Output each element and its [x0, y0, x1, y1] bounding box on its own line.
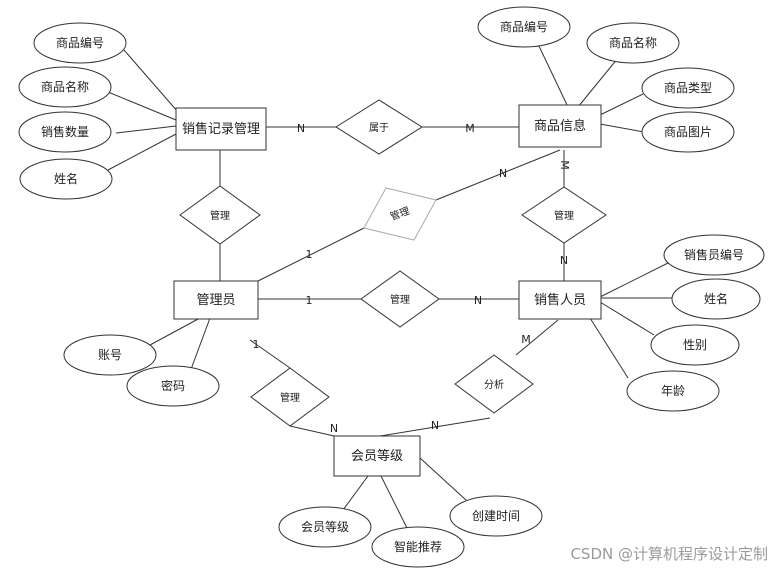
card-admin-manage-members: 1: [253, 338, 260, 351]
attr-member-created-label: 创建时间: [472, 509, 520, 523]
rel-analyze: 分析: [454, 354, 534, 414]
attr-product-name: 商品名称: [586, 22, 680, 64]
attr-salesperson-id-label: 销售员编号: [684, 247, 744, 262]
card-admin-manage-sp: 1: [306, 294, 313, 307]
attr-salesperson-gender: 性别: [650, 324, 740, 366]
attr-sales-record-name-label: 姓名: [54, 171, 78, 186]
card-records-belongs: N: [297, 122, 305, 135]
rel-manage-products: 管理: [363, 187, 437, 241]
card-manage-products-product: N: [499, 167, 507, 180]
rel-belongs-label: 属于: [369, 122, 389, 134]
card-product-manage-sp: M: [558, 160, 571, 170]
entity-product-info: 商品信息: [518, 104, 602, 148]
rel-manage-salesperson-top: 管理: [521, 186, 607, 244]
attr-salesperson-gender-label: 性别: [683, 338, 707, 352]
entity-salesperson: 销售人员: [518, 280, 602, 320]
watermark: CSDN @计算机程序设计定制: [570, 545, 768, 563]
attr-salesperson-age-label: 年龄: [661, 384, 685, 398]
attr-product-id: 商品编号: [477, 6, 571, 48]
card-admin-manage-products: 1: [306, 248, 313, 261]
attr-sales-record-name: 姓名: [19, 158, 113, 200]
card-manage-sp-salesperson-2: N: [474, 294, 482, 307]
entity-member-level-label: 会员等级: [351, 448, 403, 464]
rel-manage-members-label: 管理: [280, 391, 300, 404]
card-belongs-product: M: [465, 122, 475, 135]
attr-admin-account: 账号: [63, 334, 157, 376]
attr-sales-record-quantity: 销售数量: [18, 111, 112, 153]
attr-product-type: 商品类型: [641, 67, 735, 109]
attr-member-recommend-label: 智能推荐: [394, 539, 442, 554]
attr-salesperson-id: 销售员编号: [663, 234, 765, 276]
entity-admin-label: 管理员: [196, 293, 235, 308]
rel-manage-records: 管理: [179, 185, 261, 245]
attr-product-id-label: 商品编号: [500, 19, 548, 34]
attr-sales-record-product-id-label: 商品编号: [56, 35, 104, 50]
entity-sales-record-label: 销售记录管理: [182, 121, 260, 137]
attr-product-image: 商品图片: [641, 111, 735, 153]
attr-salesperson-name-label: 姓名: [704, 291, 728, 306]
rel-manage-members: 管理: [250, 367, 330, 427]
rel-manage-salesperson-label: 管理: [390, 293, 410, 306]
attr-product-image-label: 商品图片: [664, 124, 712, 139]
attr-sales-record-product-name-label: 商品名称: [41, 79, 89, 94]
entity-member-level: 会员等级: [333, 435, 421, 477]
attr-admin-account-label: 账号: [98, 348, 122, 362]
rel-manage-salesperson-top-label: 管理: [554, 209, 574, 222]
rel-manage-salesperson: 管理: [360, 270, 440, 328]
attr-member-level-label: 会员等级: [301, 520, 349, 534]
attr-sales-record-product-id: 商品编号: [33, 22, 127, 64]
attr-member-level: 会员等级: [278, 506, 372, 548]
attr-member-recommend: 智能推荐: [371, 526, 465, 568]
entity-product-info-label: 商品信息: [534, 118, 586, 134]
card-manage-sp-salesperson: N: [560, 254, 568, 267]
attr-admin-password: 密码: [126, 365, 220, 407]
rel-belongs: 属于: [335, 99, 423, 155]
attr-product-name-label: 商品名称: [609, 35, 657, 50]
card-salesperson-analyze: M: [521, 333, 531, 346]
attr-sales-record-quantity-label: 销售数量: [41, 124, 89, 139]
attr-product-type-label: 商品类型: [664, 80, 712, 95]
entity-salesperson-label: 销售人员: [534, 292, 586, 308]
rel-analyze-label: 分析: [484, 378, 504, 391]
attr-sales-record-product-name: 商品名称: [18, 66, 112, 108]
entity-sales-record: 销售记录管理: [175, 107, 267, 151]
connector-lines: [107, 43, 672, 531]
card-manage-members-member: N: [330, 422, 338, 435]
rel-manage-records-label: 管理: [210, 209, 230, 222]
attr-salesperson-name: 姓名: [671, 278, 761, 320]
card-analyze-member: N: [431, 419, 439, 432]
attr-admin-password-label: 密码: [161, 378, 185, 393]
entity-admin: 管理员: [173, 280, 259, 320]
attr-member-created: 创建时间: [449, 495, 543, 537]
attr-salesperson-age: 年龄: [626, 370, 720, 412]
